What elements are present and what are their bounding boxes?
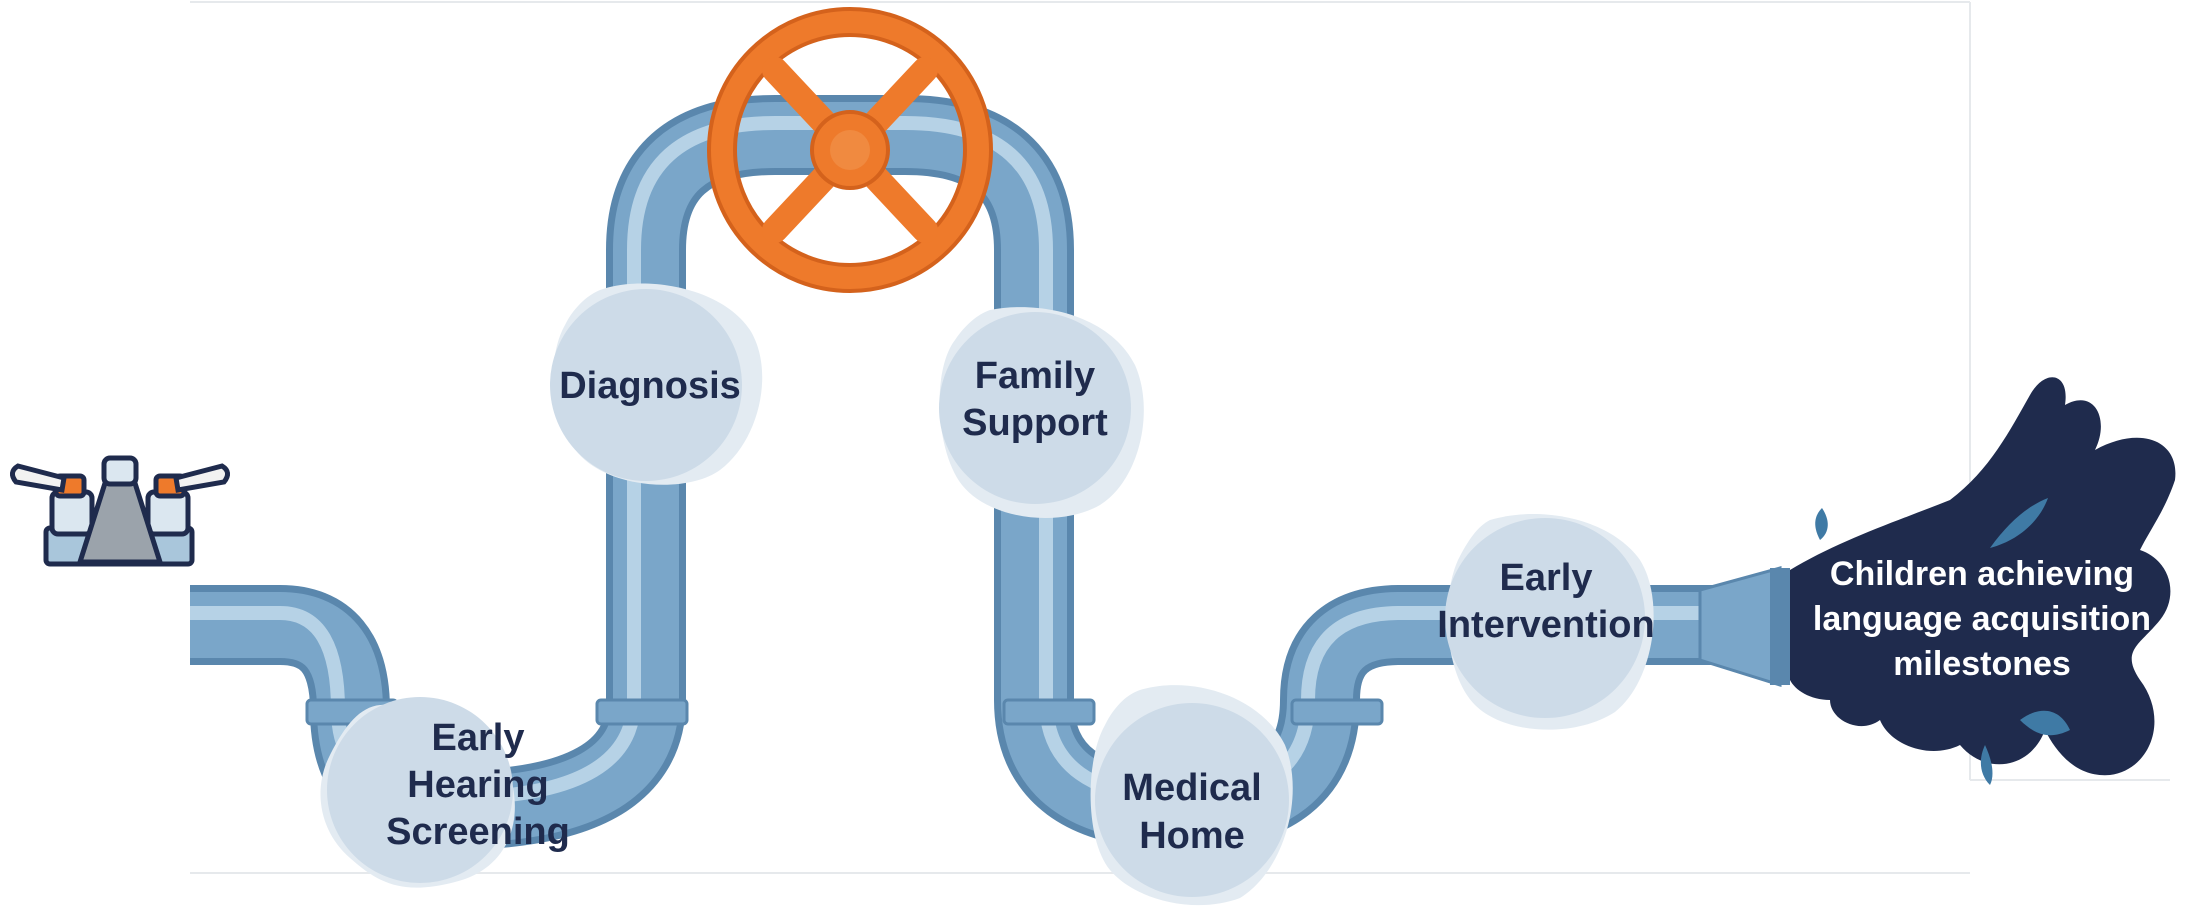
- step-screening-line-3: Screening: [386, 811, 570, 853]
- outcome-line-3: milestones: [1893, 645, 2071, 683]
- step-early-intervention-line-1: Early: [1500, 557, 1593, 599]
- step-family-support-line-2: Support: [962, 402, 1108, 444]
- step-family-support-line-1: Family: [975, 355, 1095, 397]
- faucet-icon: [10, 455, 230, 567]
- step-family-support: Family Support: [939, 307, 1144, 519]
- step-medical-home-line-2: Home: [1139, 815, 1245, 857]
- outcome-line-2: language acquisition: [1813, 600, 2151, 638]
- outcome-line-1: Children achieving: [1830, 555, 2134, 593]
- step-screening-line-2: Hearing: [407, 764, 548, 806]
- step-diagnosis-line-1: Diagnosis: [559, 365, 741, 407]
- pipe-nozzle: [1698, 566, 1790, 688]
- water-splash-icon: Children achieving language acquisition …: [1790, 377, 2176, 785]
- step-screening: Early Hearing Screening: [320, 697, 570, 888]
- step-early-intervention-line-2: Intervention: [1437, 604, 1654, 646]
- step-screening-line-1: Early: [432, 717, 525, 759]
- step-diagnosis: Diagnosis: [550, 283, 763, 485]
- step-early-intervention: Early Intervention: [1437, 513, 1655, 730]
- step-medical-home: Medical Home: [1090, 685, 1293, 906]
- valve-wheel-icon: [707, 7, 993, 293]
- step-medical-home-line-1: Medical: [1122, 767, 1261, 809]
